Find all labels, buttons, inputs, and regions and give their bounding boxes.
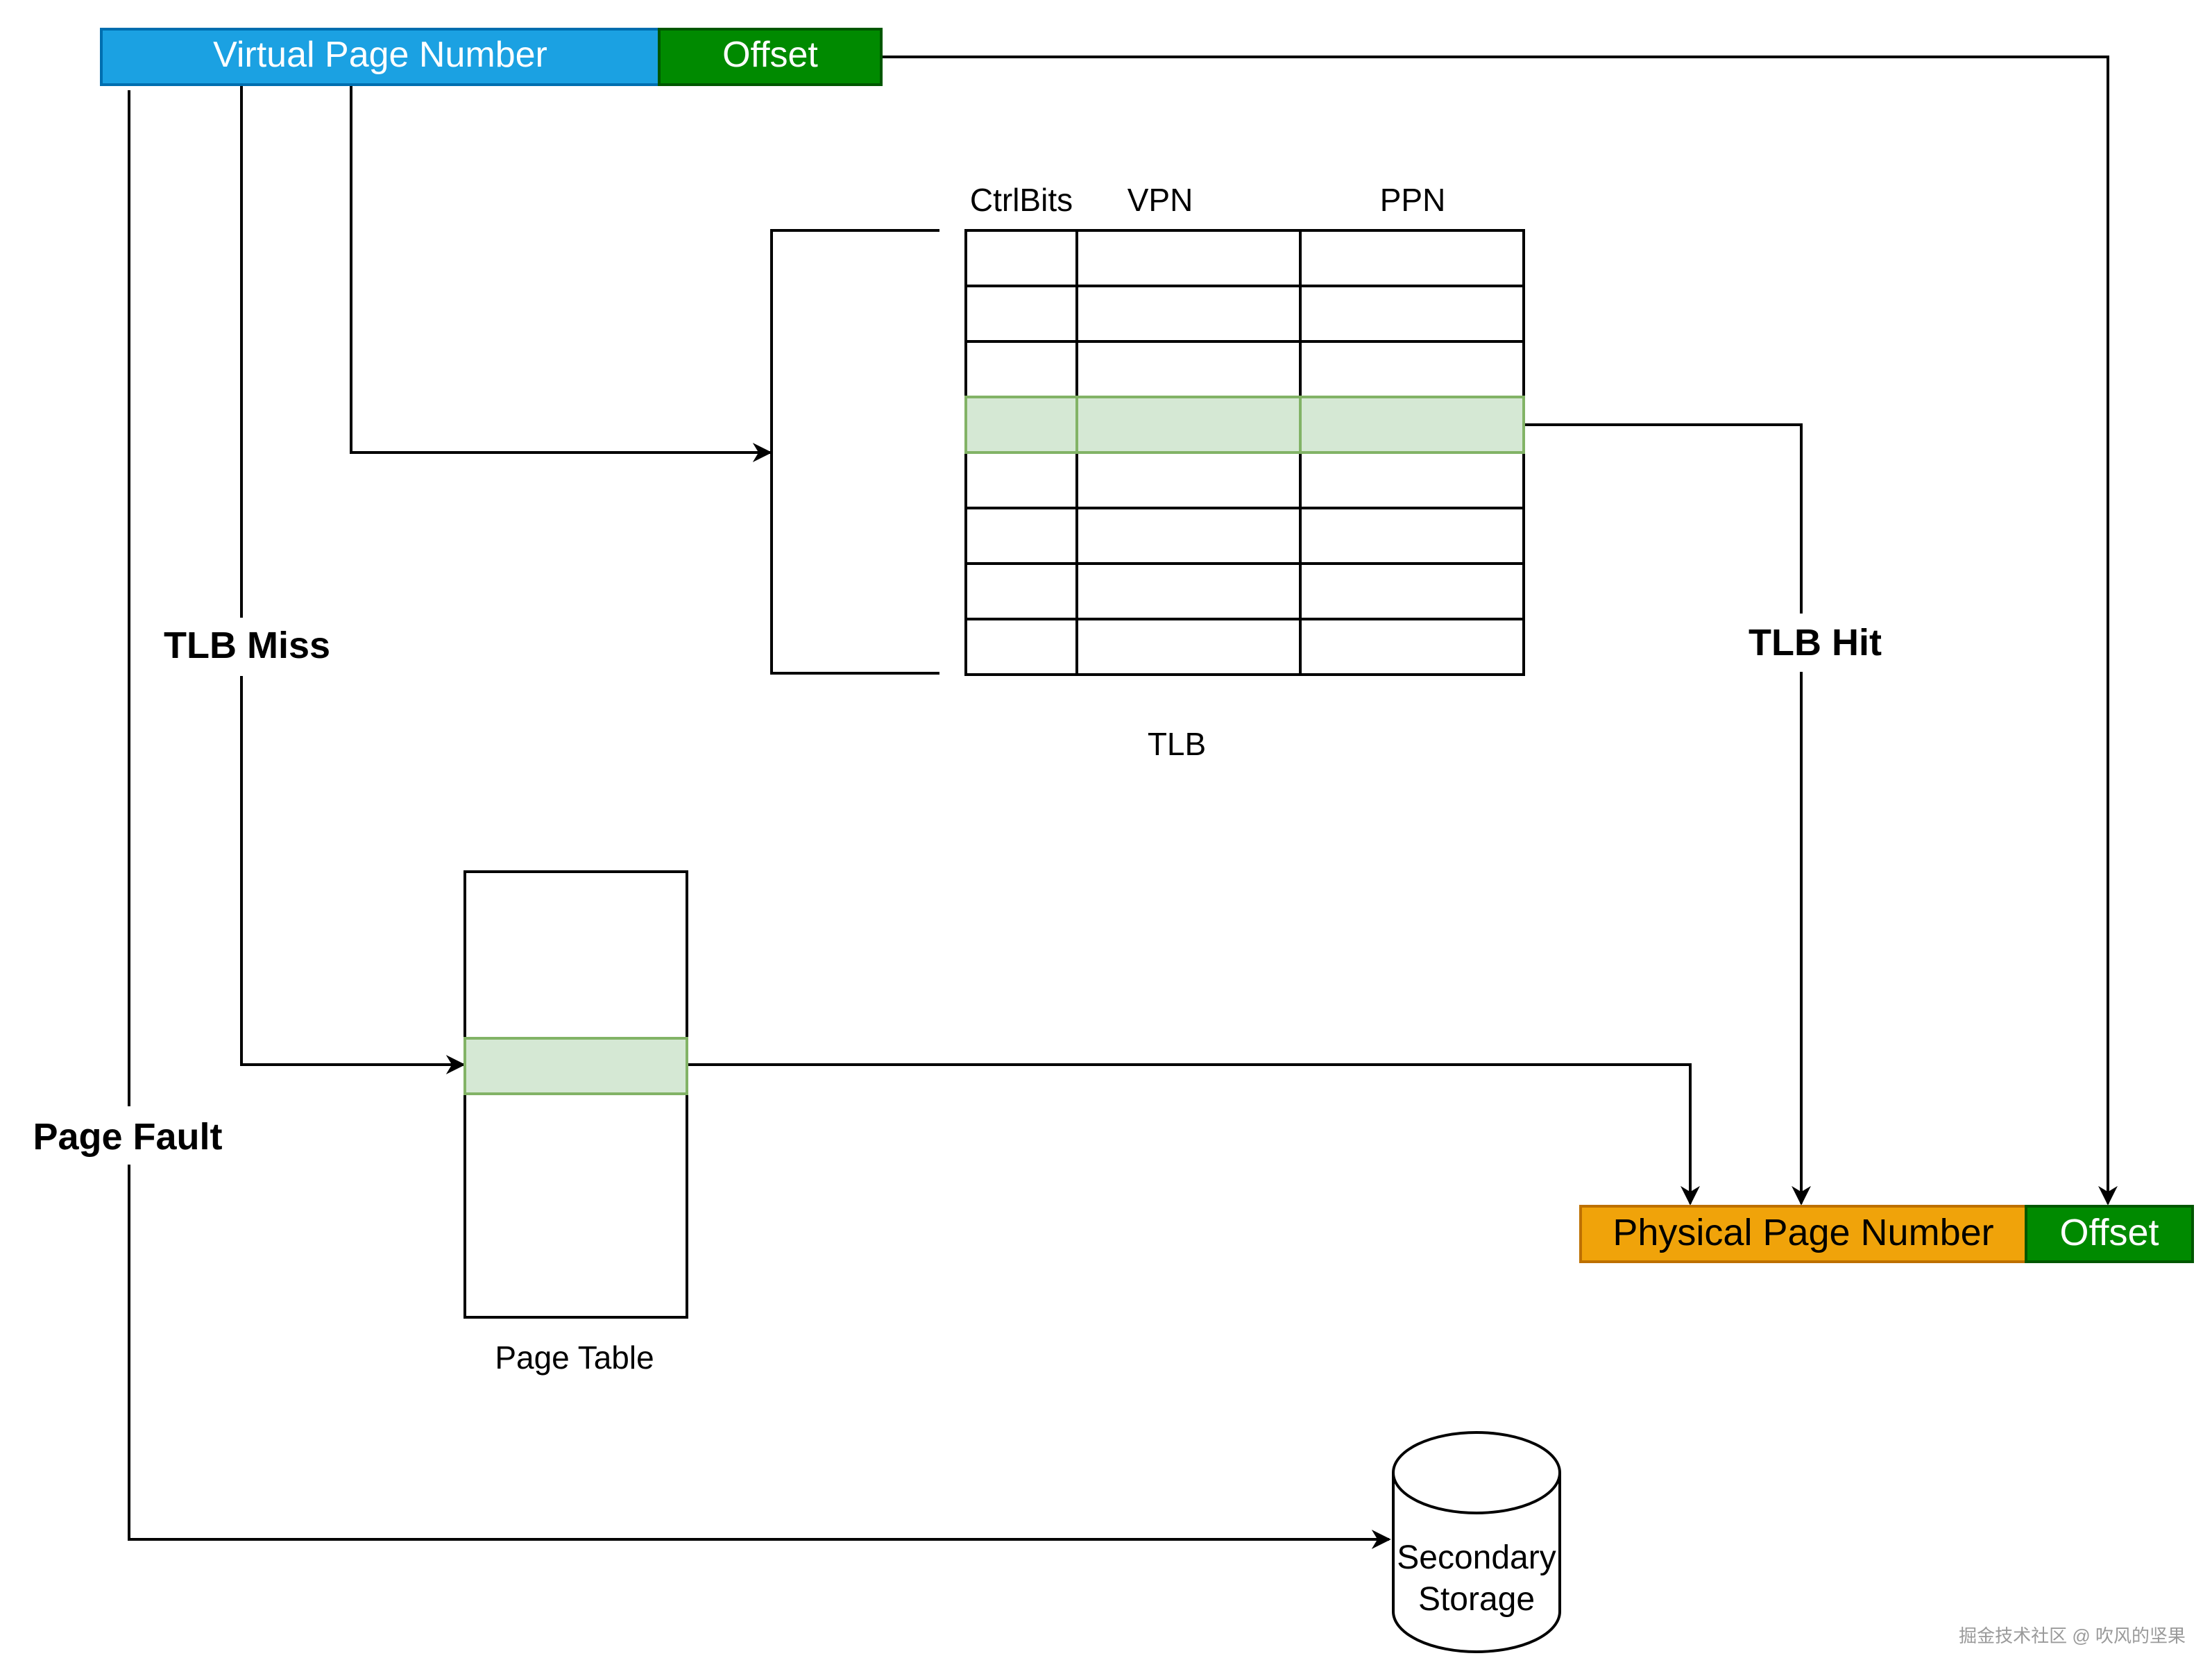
tlb: CtrlBits VPN PPN TLB: [964, 182, 1525, 762]
tlb-cell: [964, 451, 1078, 509]
tlb-cell: [964, 618, 1078, 676]
tlb-cell: [964, 340, 1078, 398]
storage-cylinder-icon: [1392, 1431, 1561, 1653]
tlb-cell: [1299, 285, 1525, 343]
tlb-highlighted-cell: [1299, 396, 1525, 454]
page-fault-arrow: [128, 90, 1391, 1549]
tlb-highlighted-cell: [1075, 396, 1302, 454]
tlb-highlighted-cell: [964, 396, 1078, 454]
physical-offset-label: Offset: [2059, 1212, 2159, 1253]
tlb-cell: [964, 507, 1078, 565]
virtual-offset-label: Offset: [722, 35, 818, 75]
vpn-to-tlb-arrow: [350, 85, 772, 462]
page-table-caption: Page Table: [495, 1339, 654, 1376]
virtual-address: Virtual Page Number Offset: [100, 28, 883, 86]
tlb-column-header-ctrlbits: CtrlBits: [970, 182, 1073, 218]
watermark-text: 掘金技术社区 @ 吹风的坚果: [1959, 1625, 2186, 1646]
tlb-cell: [1075, 340, 1302, 398]
secondary-storage: Secondary Storage: [1392, 1431, 1561, 1653]
secondary-storage-label-line1: Secondary: [1397, 1539, 1556, 1576]
secondary-storage-label-line2: Storage: [1418, 1581, 1535, 1618]
tlb-cell: [1299, 340, 1525, 398]
storage-cylinder-rim: [1392, 1472, 1561, 1514]
tlb-hit-arrow: [1524, 423, 1811, 1206]
tlb-cell: [1299, 507, 1525, 565]
tlb-miss-arrow: [240, 85, 466, 1074]
tlb-caption: TLB: [1148, 726, 1206, 762]
tlb-cell: [1075, 229, 1302, 287]
physical-page-number-label: Physical Page Number: [1613, 1212, 1993, 1253]
tlb-cell: [1075, 285, 1302, 343]
tlb-cell: [964, 562, 1078, 620]
page-fault-label: Page Fault: [33, 1116, 222, 1158]
virtual-page-number-label: Virtual Page Number: [213, 35, 547, 75]
tlb-cell: [1299, 618, 1525, 676]
tlb-cell: [964, 229, 1078, 287]
tlb-cell: [1299, 451, 1525, 509]
tlb-cell: [1075, 618, 1302, 676]
tlb-bracket: [770, 229, 939, 675]
page-table-to-ppn-arrow: [687, 1063, 1700, 1206]
tlb-column-header-vpn: VPN: [1128, 182, 1193, 218]
physical-page-number-box: [1579, 1205, 2027, 1263]
physical-address: Physical Page Number Offset: [1579, 1205, 2194, 1263]
page-table-highlighted-entry: [463, 1037, 688, 1095]
tlb-cell: [1299, 229, 1525, 287]
tlb-cell: [964, 285, 1078, 343]
tlb-miss-label: TLB Miss: [164, 625, 330, 666]
tlb-cell: [1299, 562, 1525, 620]
tlb-rows: [964, 229, 1525, 676]
virtual-page-number-box: [100, 28, 661, 86]
tlb-hit-label: TLB Hit: [1749, 622, 1882, 663]
tlb-column-header-ppn: PPN: [1380, 182, 1446, 218]
tlb-cell: [1075, 562, 1302, 620]
physical-offset-box: [2025, 1205, 2194, 1263]
tlb-cell: [1075, 507, 1302, 565]
offset-to-physical-offset-arrow: [881, 56, 2118, 1206]
tlb-cell: [1075, 451, 1302, 509]
virtual-offset-box: [658, 28, 883, 86]
page-table: Page Table: [463, 870, 688, 1376]
